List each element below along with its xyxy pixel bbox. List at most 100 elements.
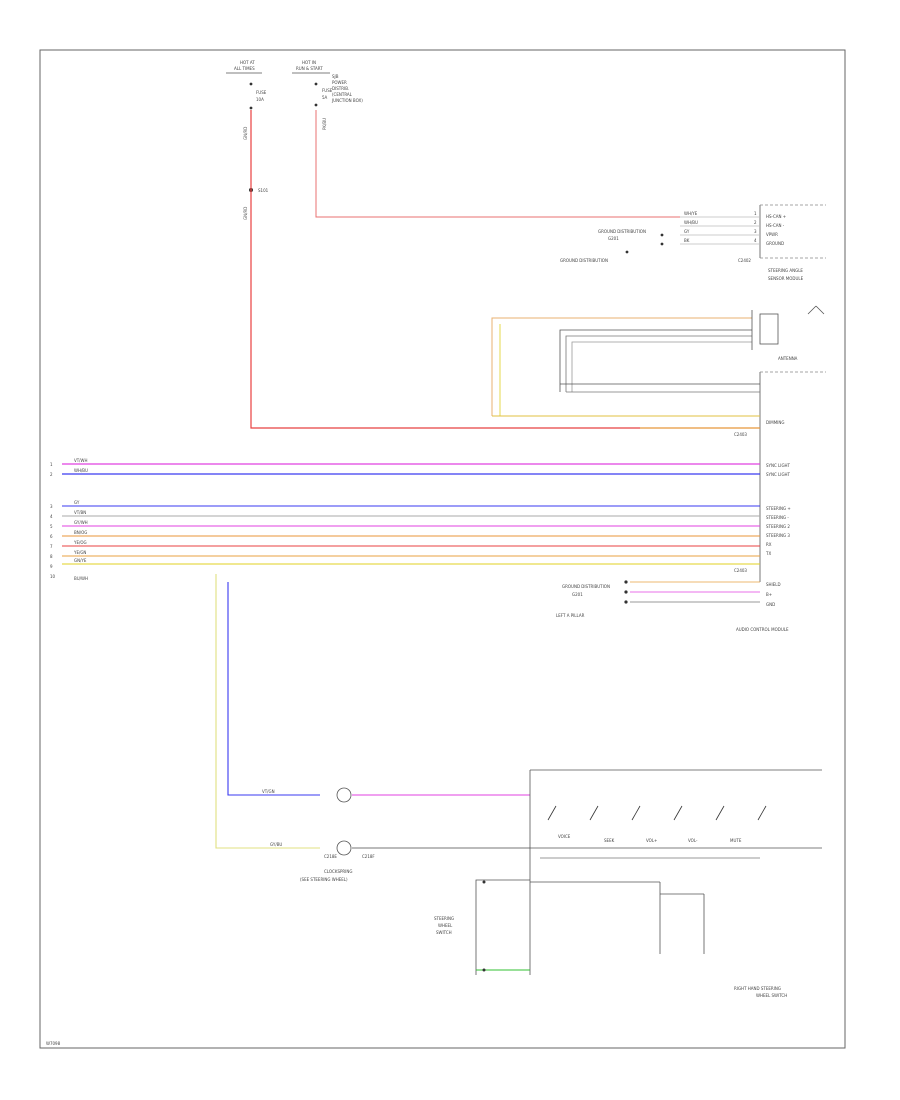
svg-text:VT/WH: VT/WH: [74, 458, 88, 463]
svg-text:C2403: C2403: [734, 568, 747, 573]
wire-pink-feed: [315, 110, 680, 218]
svg-text:B+: B+: [766, 592, 772, 597]
svg-text:4: 4: [754, 238, 757, 243]
svg-text:9: 9: [50, 564, 53, 569]
svg-text:STEERING +: STEERING +: [766, 506, 791, 511]
steering-angle-sensor: WH/YE WH/BU GY BK 1 2 3 4 HS-CAN + HS-CA…: [560, 204, 826, 281]
svg-text:6: 6: [50, 534, 53, 539]
svg-text:LEFT A PILLAR: LEFT A PILLAR: [556, 613, 585, 618]
svg-text:SHIELD: SHIELD: [766, 582, 781, 587]
svg-text:DISTRIB.: DISTRIB.: [332, 86, 349, 91]
clockspring: C218E C218F CLOCKSPRING (SEE STEERING WH…: [300, 787, 530, 882]
svg-text:G201: G201: [608, 236, 619, 241]
svg-text:STEERING ANGLE: STEERING ANGLE: [768, 268, 803, 273]
svg-text:3: 3: [754, 229, 757, 234]
svg-text:HOT IN: HOT IN: [302, 60, 316, 65]
svg-text:ALL TIMES: ALL TIMES: [234, 66, 255, 71]
svg-text:FUSE: FUSE: [256, 90, 267, 95]
svg-text:PK/BU: PK/BU: [322, 118, 327, 130]
svg-text:10A: 10A: [256, 97, 264, 102]
svg-text:(SEE STEERING WHEEL): (SEE STEERING WHEEL): [300, 877, 348, 882]
diagram-frame: [39, 49, 846, 1049]
svg-text:CLOCKSPRING: CLOCKSPRING: [324, 869, 352, 874]
svg-text:DIMMING: DIMMING: [766, 420, 784, 425]
svg-text:AUDIO CONTROL MODULE: AUDIO CONTROL MODULE: [736, 627, 789, 632]
svg-text:SEEK: SEEK: [604, 838, 615, 843]
svg-text:SJB: SJB: [332, 74, 339, 79]
switch-ground-section: STEERING WHEEL SWITCH RIGHT HAND STEERIN…: [434, 879, 787, 998]
svg-text:HS-CAN +: HS-CAN +: [766, 214, 786, 219]
svg-text:RX: RX: [766, 542, 772, 547]
svg-text:5A: 5A: [322, 95, 328, 100]
svg-text:GY: GY: [684, 229, 690, 234]
bus-wires: [62, 463, 760, 565]
page-code: W7098: [46, 1041, 61, 1046]
audio-grounds: GROUND DISTRIBUTION G201 LEFT A PILLAR S…: [556, 580, 789, 632]
svg-text:SWITCH: SWITCH: [436, 930, 452, 935]
svg-text:JUNCTION BOX): JUNCTION BOX): [331, 98, 363, 103]
svg-text:GY/WH: GY/WH: [74, 520, 88, 525]
svg-text:RUN & START: RUN & START: [296, 66, 323, 71]
svg-text:YE/GN: YE/GN: [73, 550, 86, 555]
svg-text:C2403: C2403: [734, 432, 747, 437]
svg-text:SENSOR MODULE: SENSOR MODULE: [768, 276, 804, 281]
svg-text:ANTENNA: ANTENNA: [778, 356, 798, 361]
svg-text:BK: BK: [684, 238, 690, 243]
feed-right: HOT IN RUN & START SJB POWER DISTRIB. (C…: [292, 60, 363, 130]
svg-text:GY: GY: [74, 500, 80, 505]
svg-text:VT/GN: VT/GN: [262, 789, 275, 794]
svg-text:SYNC LIGHT: SYNC LIGHT: [766, 472, 791, 477]
svg-text:STEERING 3: STEERING 3: [766, 533, 790, 538]
svg-text:GND: GND: [766, 602, 775, 607]
audio-control-module: SYNC LIGHT SYNC LIGHT STEERING + STEERIN…: [492, 371, 826, 582]
svg-text:G201: G201: [572, 592, 583, 597]
svg-text:HS-CAN -: HS-CAN -: [766, 223, 785, 228]
svg-text:VT/BN: VT/BN: [74, 510, 86, 515]
svg-text:C2402: C2402: [738, 258, 751, 263]
svg-text:(CENTRAL: (CENTRAL: [332, 92, 353, 97]
svg-text:2: 2: [754, 220, 757, 225]
svg-text:10: 10: [50, 574, 56, 579]
svg-text:TX: TX: [765, 551, 771, 556]
svg-text:GN/RD: GN/RD: [243, 207, 248, 220]
svg-text:SYNC LIGHT: SYNC LIGHT: [766, 463, 791, 468]
left-wire-labels: 1 2 3 4 5 6 7 8 9 10 VT/WH WH/BU GY VT/B…: [50, 458, 88, 581]
svg-text:GROUND: GROUND: [766, 241, 784, 246]
svg-text:POWER: POWER: [332, 80, 347, 85]
svg-text:5: 5: [50, 524, 53, 529]
svg-text:3: 3: [50, 504, 53, 509]
svg-text:YE/OG: YE/OG: [73, 540, 87, 545]
svg-text:BN/OG: BN/OG: [74, 530, 87, 535]
svg-text:WH/YE: WH/YE: [684, 211, 698, 216]
svg-text:STEERING -: STEERING -: [766, 515, 789, 520]
svg-text:C218E: C218E: [324, 854, 337, 859]
svg-text:MUTE: MUTE: [730, 838, 742, 843]
svg-text:GN/YE: GN/YE: [74, 558, 87, 563]
svg-text:S101: S101: [258, 188, 269, 193]
svg-text:VPWR: VPWR: [766, 232, 778, 237]
svg-text:WHEEL SWITCH: WHEEL SWITCH: [756, 993, 787, 998]
svg-text:FUSE: FUSE: [322, 88, 333, 93]
svg-text:WHEEL: WHEEL: [438, 923, 453, 928]
svg-text:WH/BU: WH/BU: [74, 468, 88, 473]
wire-yellow-down: [215, 574, 320, 849]
svg-text:GROUND DISTRIBUTION: GROUND DISTRIBUTION: [598, 229, 646, 234]
svg-text:STEERING 2: STEERING 2: [766, 524, 790, 529]
svg-text:VOL-: VOL-: [688, 838, 698, 843]
wire-red-main: [250, 110, 640, 429]
svg-text:HOT AT: HOT AT: [240, 60, 255, 65]
svg-text:GROUND DISTRIBUTION: GROUND DISTRIBUTION: [562, 584, 610, 589]
svg-text:GY/BU: GY/BU: [270, 842, 282, 847]
switch-buttons: VOICE SEEK VOL+ VOL- MUTE: [547, 805, 767, 843]
svg-text:7: 7: [50, 544, 53, 549]
svg-text:4: 4: [50, 514, 53, 519]
svg-text:C218F: C218F: [362, 854, 375, 859]
svg-text:STEERING: STEERING: [434, 916, 454, 921]
svg-text:1: 1: [50, 462, 53, 467]
svg-text:WH/BU: WH/BU: [684, 220, 698, 225]
svg-text:VOICE: VOICE: [558, 834, 571, 839]
svg-text:RIGHT HAND STEERING: RIGHT HAND STEERING: [734, 986, 781, 991]
svg-text:1: 1: [754, 211, 757, 216]
svg-text:GROUND DISTRIBUTION: GROUND DISTRIBUTION: [560, 258, 608, 263]
